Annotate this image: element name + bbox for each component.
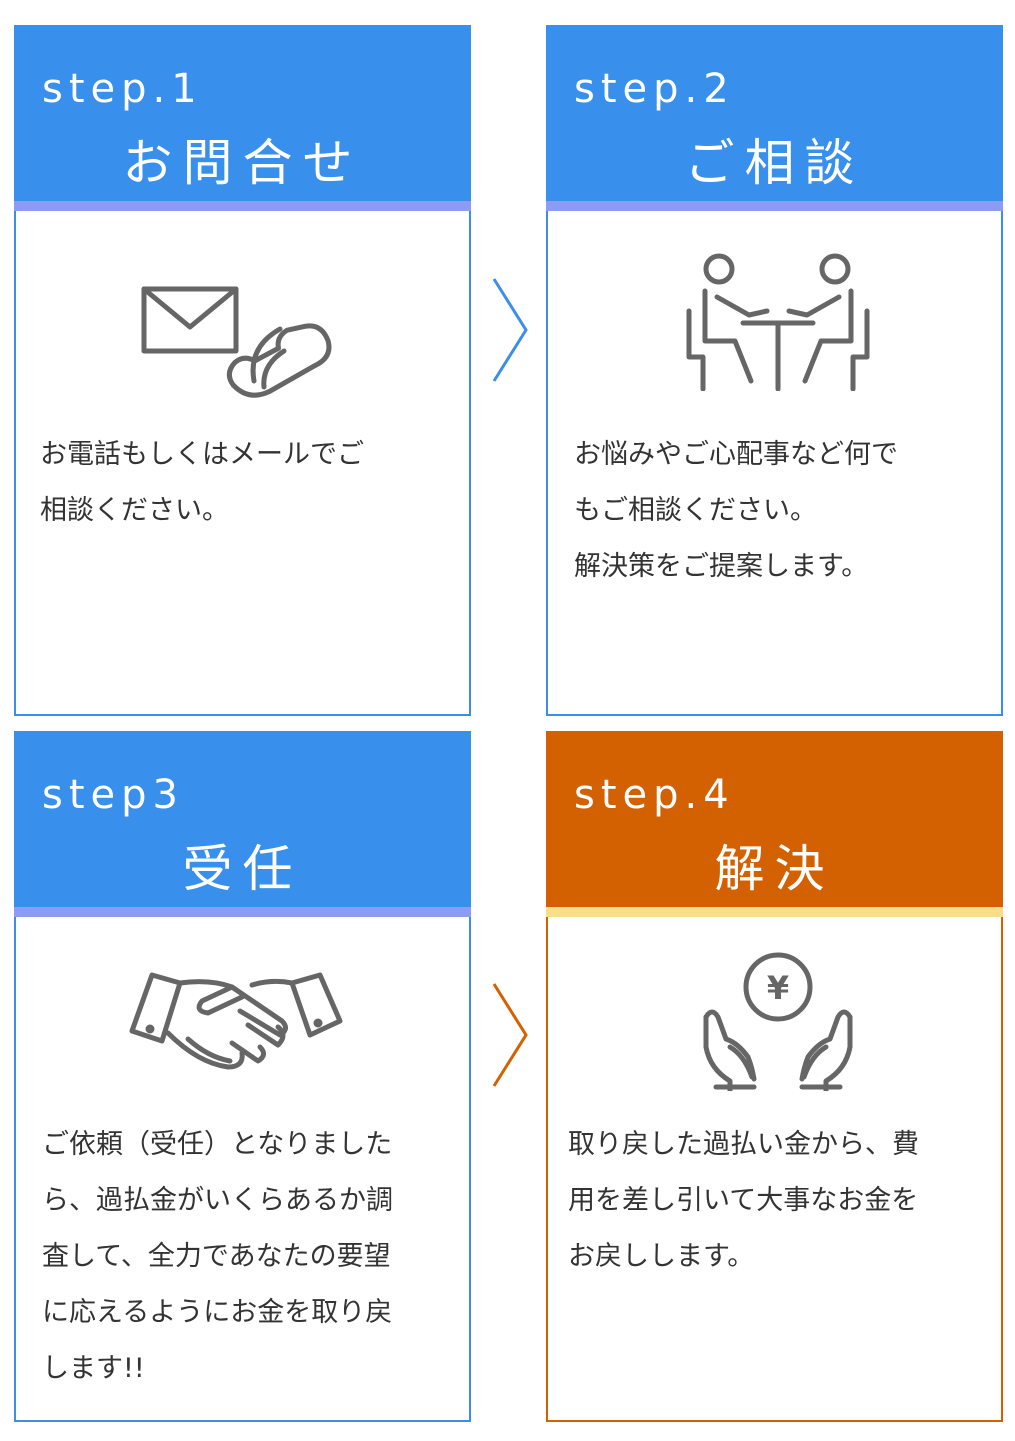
mail-phone-icon <box>141 286 332 398</box>
step-card-2: step.2 ご相談 お悩みやご心配事など何で もご相談ください。 解決策をご提… <box>546 25 1003 716</box>
consultation-icon <box>686 253 870 391</box>
header-stripe <box>14 201 471 211</box>
step-title: 解決 <box>714 840 835 898</box>
step-title: 受任 <box>182 840 303 898</box>
step-header-4: step.4 解決 <box>546 731 1003 907</box>
chevron-right-icon <box>492 983 528 1087</box>
step-body-4: ¥ 取り戻した過払い金から、費 用を差し引いて大事なお金を お戻しします。 <box>546 917 1003 1422</box>
step-card-4: step.4 解決 ¥ 取り戻した過払い金から、費 用を差し引いて大事なお金を … <box>546 731 1003 1422</box>
step-label: step.1 <box>42 66 203 112</box>
step-body-2: お悩みやご心配事など何で もご相談ください。 解決策をご提案します。 <box>546 211 1003 716</box>
step-title: ご相談 <box>684 134 865 192</box>
chevron-right-icon <box>492 278 528 382</box>
step-label: step3 <box>42 772 184 818</box>
step-card-1: step.1 お問合せ お電話もしくはメールでご 相談ください。 <box>14 25 471 716</box>
header-stripe <box>546 907 1003 917</box>
step-description: お悩みやご心配事など何で もご相談ください。 解決策をご提案します。 <box>574 439 898 582</box>
step-body-3: ご依頼（受任）となりました ら、過払金がいくらあるか調 査して、全力であなたの要… <box>14 917 471 1422</box>
step-body-1: お電話もしくはメールでご 相談ください。 <box>14 211 471 716</box>
step-header-1: step.1 お問合せ <box>14 25 471 201</box>
step-label: step.4 <box>574 772 735 818</box>
step-description: お電話もしくはメールでご 相談ください。 <box>40 439 364 526</box>
step-description: ご依頼（受任）となりました ら、過払金がいくらあるか調 査して、全力であなたの要… <box>42 1129 393 1384</box>
yen-hands-icon: ¥ <box>703 952 853 1091</box>
header-stripe <box>14 907 471 917</box>
step-label: step.2 <box>574 66 735 112</box>
step-card-3: step3 受任 ご依頼（受任）となりました ら、過払金がいくらあるか調 査して… <box>14 731 471 1422</box>
header-stripe <box>546 201 1003 211</box>
step-header-3: step3 受任 <box>14 731 471 907</box>
step-header-2: step.2 ご相談 <box>546 25 1003 201</box>
step-title: お問合せ <box>122 134 363 192</box>
handshake-icon <box>129 972 343 1070</box>
svg-text:¥: ¥ <box>767 969 789 1007</box>
step-description: 取り戻した過払い金から、費 用を差し引いて大事なお金を お戻しします。 <box>568 1129 919 1272</box>
